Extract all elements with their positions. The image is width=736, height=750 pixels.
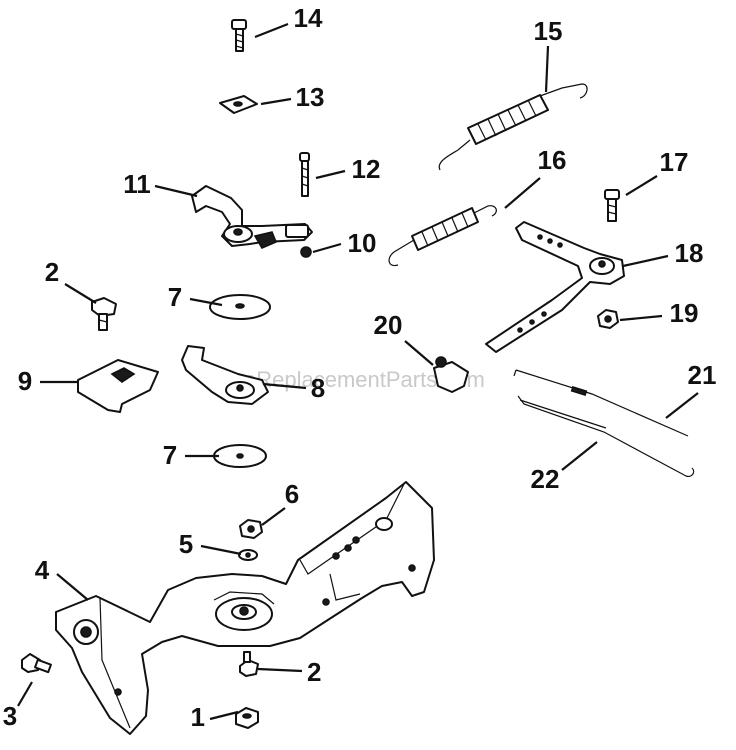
callout-15: 15 — [534, 16, 563, 93]
part-21-rod — [513, 369, 689, 437]
callout-leader-17 — [625, 175, 658, 196]
callout-leader-21 — [665, 392, 699, 419]
callout-label-16: 16 — [538, 145, 567, 175]
part-12-pin — [299, 152, 310, 197]
part-2-screw-upper — [91, 297, 117, 331]
part-5-washer — [238, 549, 258, 561]
callout-6: 6 — [261, 479, 299, 526]
callout-label-20: 20 — [374, 310, 403, 340]
callout-leader-5 — [200, 544, 242, 556]
callout-1: 1 — [191, 702, 239, 732]
callout-label-4: 4 — [35, 555, 50, 585]
callout-leader-18 — [622, 254, 669, 268]
callout-16: 16 — [504, 145, 567, 209]
callout-label-9: 9 — [18, 366, 32, 396]
callout-13: 13 — [260, 82, 325, 112]
callout-2a: 2 — [45, 257, 97, 304]
callout-leader-8 — [262, 382, 307, 390]
callout-label-7b: 7 — [163, 440, 177, 470]
callout-2b: 2 — [257, 657, 321, 687]
part-20-block — [433, 356, 469, 393]
callout-label-19: 19 — [670, 298, 699, 328]
callout-22: 22 — [531, 441, 598, 494]
callout-10: 10 — [312, 228, 377, 258]
callout-14: 14 — [254, 3, 323, 39]
callout-leader-13 — [260, 97, 292, 106]
part-22-rod — [517, 395, 695, 477]
callout-7a: 7 — [168, 282, 223, 312]
callout-8: 8 — [262, 373, 325, 403]
callout-19: 19 — [619, 298, 699, 328]
callout-leader-15 — [544, 45, 550, 93]
callout-label-1: 1 — [191, 702, 205, 732]
callout-label-14: 14 — [294, 3, 323, 33]
callout-label-17: 17 — [660, 147, 689, 177]
part-14-screw — [231, 19, 247, 52]
part-8-lever-plate — [181, 345, 269, 405]
callout-label-22: 22 — [531, 464, 560, 494]
part-19-nut — [597, 309, 619, 329]
callout-leader-6 — [261, 507, 286, 526]
part-3-screw — [21, 653, 52, 674]
callout-leader-20 — [404, 340, 434, 366]
callout-leader-2b — [257, 667, 303, 673]
callout-label-3: 3 — [3, 701, 17, 731]
callout-label-11: 11 — [123, 169, 151, 199]
callout-label-8: 8 — [311, 373, 325, 403]
callout-label-5: 5 — [179, 529, 193, 559]
callout-label-15: 15 — [534, 16, 563, 46]
callout-leader-4 — [56, 573, 89, 601]
callout-label-13: 13 — [296, 82, 325, 112]
callout-12: 12 — [315, 154, 381, 184]
part-6-nut — [239, 519, 263, 539]
callout-7b: 7 — [163, 440, 219, 470]
callout-5: 5 — [179, 529, 242, 559]
part-10-ball — [300, 246, 312, 258]
part-13-washer — [219, 95, 258, 114]
callout-label-10: 10 — [348, 228, 377, 258]
part-15-spring — [438, 83, 588, 171]
callout-18: 18 — [622, 238, 704, 268]
callout-17: 17 — [625, 147, 689, 196]
part-7-washer-upper — [209, 294, 271, 320]
callout-label-21: 21 — [688, 360, 717, 390]
part-18-control-lever — [485, 221, 625, 353]
part-2-screw-lower — [239, 651, 259, 677]
callout-20: 20 — [374, 310, 434, 366]
callout-leader-12 — [315, 169, 346, 180]
callout-label-6: 6 — [285, 479, 299, 509]
callout-leader-7a — [189, 297, 223, 307]
callout-21: 21 — [665, 360, 717, 419]
callout-label-12: 12 — [352, 154, 381, 184]
callout-leader-19 — [619, 314, 663, 322]
callout-leader-11 — [154, 184, 198, 198]
part-1-nut — [235, 707, 259, 729]
callout-leader-3 — [17, 681, 33, 707]
part-9-clip — [77, 359, 159, 413]
callout-label-18: 18 — [675, 238, 704, 268]
callout-leader-16 — [504, 177, 541, 209]
callout-11: 11 — [123, 169, 198, 199]
callout-leader-1 — [209, 710, 239, 721]
callout-label-7a: 7 — [168, 282, 182, 312]
callout-4: 4 — [35, 555, 89, 601]
part-17-screw — [604, 189, 620, 222]
callout-9: 9 — [18, 366, 78, 396]
callout-3: 3 — [3, 681, 33, 731]
callout-leader-2a — [64, 283, 97, 304]
callout-leader-14 — [254, 22, 289, 39]
callout-leader-22 — [561, 441, 598, 471]
callout-leader-10 — [312, 242, 342, 254]
part-4-main-bracket — [55, 481, 435, 735]
callout-label-2b: 2 — [307, 657, 321, 687]
part-7-washer-lower — [213, 444, 267, 468]
part-16-spring — [388, 205, 497, 267]
part-11-lever — [191, 185, 313, 250]
callout-label-2a: 2 — [45, 257, 59, 287]
